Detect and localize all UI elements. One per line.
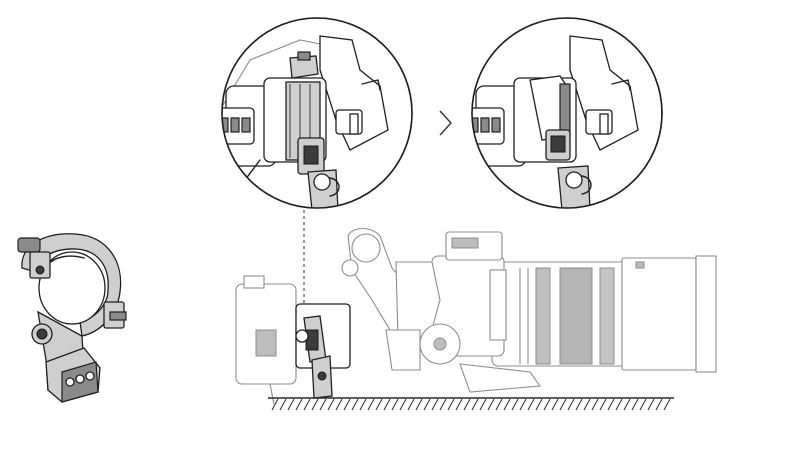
hatch-stroke — [607, 398, 615, 411]
hatch-stroke — [455, 398, 463, 411]
hatch-stroke — [335, 398, 343, 411]
hatch-stroke — [343, 398, 351, 411]
hatch-stroke — [623, 398, 631, 411]
lens-collar-ring-illustration — [17, 233, 127, 403]
chevron-right-icon — [439, 110, 452, 136]
hatch-stroke — [519, 398, 527, 411]
hatch-stroke — [559, 398, 567, 411]
hatch-stroke — [303, 398, 311, 411]
hatch-stroke — [631, 398, 639, 411]
hatch-stroke — [527, 398, 535, 411]
hatch-stroke — [327, 398, 335, 411]
hatch-stroke — [551, 398, 559, 411]
hatch-stroke — [599, 398, 607, 411]
hatch-stroke — [655, 398, 663, 411]
hatch-stroke — [391, 398, 399, 411]
hatch-stroke — [575, 398, 583, 411]
hatch-stroke — [615, 398, 623, 411]
hatch-stroke — [415, 398, 423, 411]
hatch-stroke — [543, 398, 551, 411]
hatch-stroke — [647, 398, 655, 411]
hatch-stroke — [535, 398, 543, 411]
hatch-stroke — [359, 398, 367, 411]
hatch-stroke — [375, 398, 383, 411]
hatch-stroke — [511, 398, 519, 411]
hatch-stroke — [463, 398, 471, 411]
hatch-stroke — [447, 398, 455, 411]
hatch-stroke — [663, 398, 671, 411]
hatch-stroke — [479, 398, 487, 411]
callout-before — [221, 17, 413, 209]
hatch-stroke — [639, 398, 647, 411]
hatch-stroke — [407, 398, 415, 411]
hatch-stroke — [583, 398, 591, 411]
hatch-stroke — [431, 398, 439, 411]
gimbal-assembly — [235, 227, 717, 411]
hatch-stroke — [271, 398, 279, 411]
hatch-stroke — [367, 398, 375, 411]
hatch-stroke — [351, 398, 359, 411]
hatch-stroke — [423, 398, 431, 411]
hatch-stroke — [495, 398, 503, 411]
hatch-stroke — [383, 398, 391, 411]
hatch-stroke — [487, 398, 495, 411]
hatch-stroke — [567, 398, 575, 411]
hatch-stroke — [319, 398, 327, 411]
hatch-stroke — [503, 398, 511, 411]
ground-hatch — [271, 398, 671, 411]
hatch-stroke — [591, 398, 599, 411]
hatch-stroke — [399, 398, 407, 411]
hatch-stroke — [279, 398, 287, 411]
hatch-stroke — [287, 398, 295, 411]
hatch-stroke — [471, 398, 479, 411]
hatch-stroke — [295, 398, 303, 411]
callout-after — [471, 17, 663, 209]
hatch-stroke — [439, 398, 447, 411]
hatch-stroke — [311, 398, 319, 411]
